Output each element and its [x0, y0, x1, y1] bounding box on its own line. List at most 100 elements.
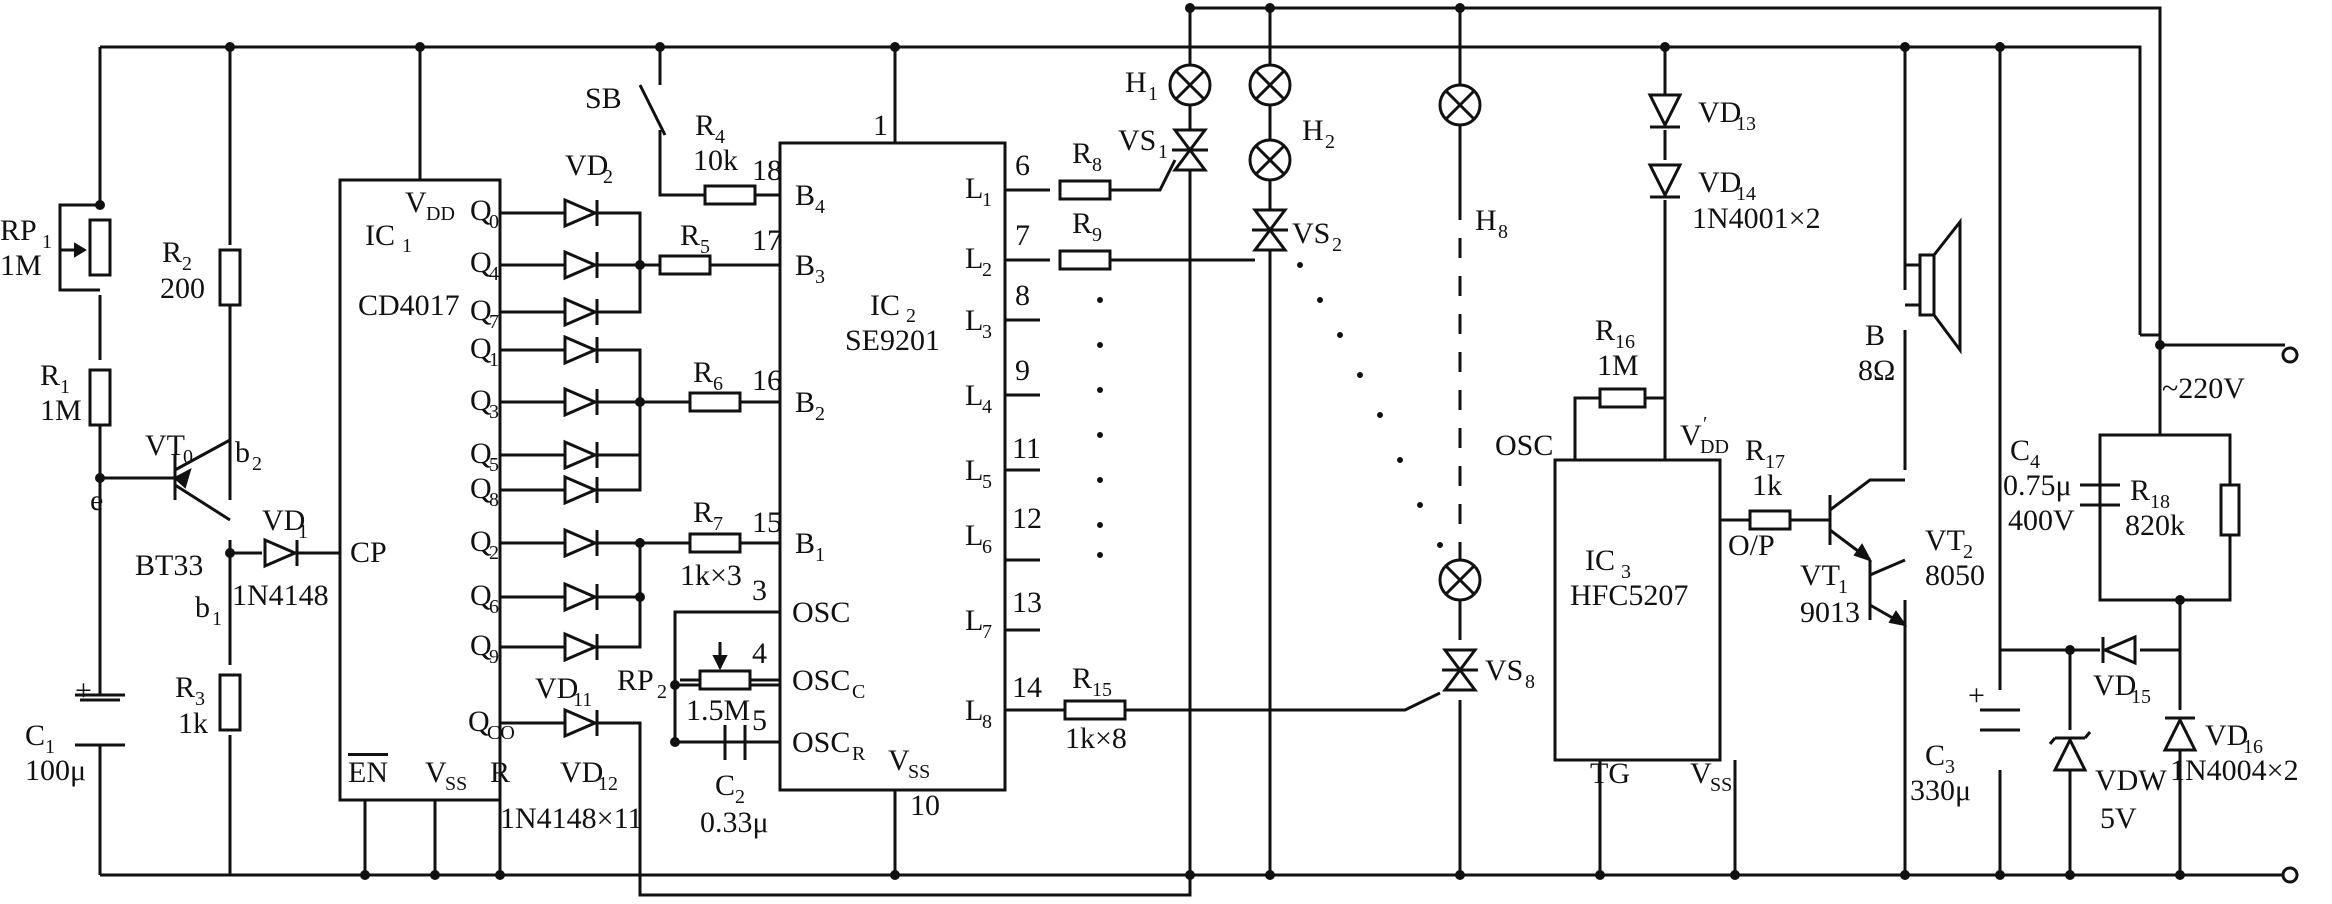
svg-text:5: 5	[700, 236, 710, 258]
svg-text:VS: VS	[1292, 217, 1330, 250]
svg-text:1: 1	[402, 235, 412, 257]
svg-text:2: 2	[1332, 234, 1342, 256]
ic1-body	[338, 178, 502, 802]
svg-text:11: 11	[573, 689, 592, 711]
ac-terminal-bottom	[2281, 866, 2299, 884]
svg-text:L: L	[965, 379, 983, 412]
svg-text:9: 9	[489, 646, 499, 668]
svg-text:10: 10	[910, 789, 940, 822]
ic3-ref: IC	[1585, 544, 1615, 577]
svg-text:15: 15	[1092, 679, 1112, 701]
svg-text:4: 4	[715, 126, 725, 148]
svg-text:6: 6	[982, 536, 992, 558]
svg-text:OSC: OSC	[1495, 429, 1553, 462]
svg-text:1: 1	[873, 109, 888, 142]
svg-text:3: 3	[815, 266, 825, 288]
svg-text:400V: 400V	[2008, 504, 2075, 537]
svg-text:VD: VD	[1698, 166, 1741, 199]
svg-text:4: 4	[752, 637, 767, 670]
svg-text:3: 3	[195, 688, 205, 710]
svg-text:OSC: OSC	[792, 596, 850, 629]
svg-text:L: L	[965, 604, 983, 637]
svg-text:3: 3	[1945, 756, 1955, 778]
ac-terminal-top	[2281, 346, 2299, 364]
svg-text:15: 15	[752, 506, 782, 539]
svg-text:R: R	[175, 671, 195, 704]
ic3-body	[1553, 458, 1722, 762]
svg-text:R: R	[852, 743, 866, 765]
svg-text:2: 2	[1963, 541, 1973, 563]
svg-text:1.5M: 1.5M	[686, 694, 750, 727]
svg-text:18: 18	[2150, 491, 2170, 513]
svg-text:V: V	[405, 186, 427, 219]
ic2-part: SE9201	[845, 324, 940, 357]
junction-dots	[95, 3, 2185, 880]
svg-text:+: +	[1968, 679, 1985, 712]
ic2-ref: IC	[870, 289, 900, 322]
svg-text:0: 0	[489, 211, 499, 233]
svg-text:6: 6	[713, 373, 723, 395]
svg-text:7: 7	[1015, 219, 1030, 252]
svg-text:Q: Q	[470, 437, 492, 470]
svg-text:VD: VD	[262, 504, 305, 537]
svg-text:Q: Q	[470, 194, 492, 227]
svg-text:9: 9	[1092, 224, 1102, 246]
svg-text:VT: VT	[145, 429, 185, 462]
svg-text:Q: Q	[470, 332, 492, 365]
svg-text:3: 3	[489, 401, 499, 423]
svg-text:8Ω: 8Ω	[1858, 354, 1895, 387]
svg-text:6: 6	[489, 596, 499, 618]
svg-text:14: 14	[1012, 671, 1042, 704]
svg-text:1: 1	[489, 349, 499, 371]
svg-text:CP: CP	[350, 536, 387, 569]
svg-text:1M: 1M	[1597, 349, 1639, 382]
svg-text:2: 2	[489, 542, 499, 564]
svg-text:2: 2	[182, 253, 192, 275]
svg-text:8: 8	[489, 489, 499, 511]
ic1-part: CD4017	[358, 289, 460, 322]
svg-text:~220V: ~220V	[2162, 372, 2245, 405]
svg-text:V: V	[425, 756, 447, 789]
svg-text:2: 2	[735, 786, 745, 808]
svg-text:17: 17	[752, 224, 782, 257]
svg-text:VDW: VDW	[2095, 764, 2167, 797]
svg-text:5: 5	[752, 704, 767, 737]
lamp-symbols	[1168, 63, 1482, 602]
svg-text:b: b	[235, 436, 250, 469]
svg-text:1: 1	[42, 231, 52, 253]
svg-text:R: R	[680, 219, 700, 252]
svg-text:100μ: 100μ	[25, 754, 86, 787]
svg-text:BT33: BT33	[135, 549, 203, 582]
svg-text:1N4004×2: 1N4004×2	[2170, 754, 2299, 787]
svg-text:B: B	[795, 386, 815, 419]
triac-symbols	[1172, 128, 1478, 692]
svg-text:R: R	[40, 359, 60, 392]
svg-text:1k: 1k	[1752, 469, 1782, 502]
svg-text:R: R	[695, 109, 715, 142]
svg-text:B: B	[795, 249, 815, 282]
svg-text:200: 200	[160, 272, 205, 305]
svg-text:H: H	[1302, 114, 1324, 147]
svg-text:R: R	[693, 356, 713, 389]
svg-text:VD: VD	[1698, 96, 1741, 129]
svg-text:L: L	[965, 454, 983, 487]
svg-text:10k: 10k	[693, 144, 738, 177]
svg-text:9: 9	[1015, 354, 1030, 387]
svg-text:V: V	[1690, 757, 1712, 790]
transistor-symbols	[173, 438, 1908, 628]
svg-text:2: 2	[815, 403, 825, 425]
diode-symbols	[263, 93, 2198, 772]
svg-text:OSC: OSC	[792, 664, 850, 697]
svg-text:0.33μ: 0.33μ	[700, 806, 769, 839]
svg-text:330μ: 330μ	[1910, 774, 1971, 807]
svg-text:H: H	[1475, 204, 1497, 237]
svg-text:VT: VT	[1800, 559, 1840, 592]
svg-text:b: b	[195, 591, 210, 624]
svg-text:VT: VT	[1925, 524, 1965, 557]
svg-text:2: 2	[252, 453, 262, 475]
svg-text:CO: CO	[487, 722, 515, 744]
svg-text:e: e	[90, 484, 103, 517]
svg-text:SS: SS	[445, 773, 467, 795]
